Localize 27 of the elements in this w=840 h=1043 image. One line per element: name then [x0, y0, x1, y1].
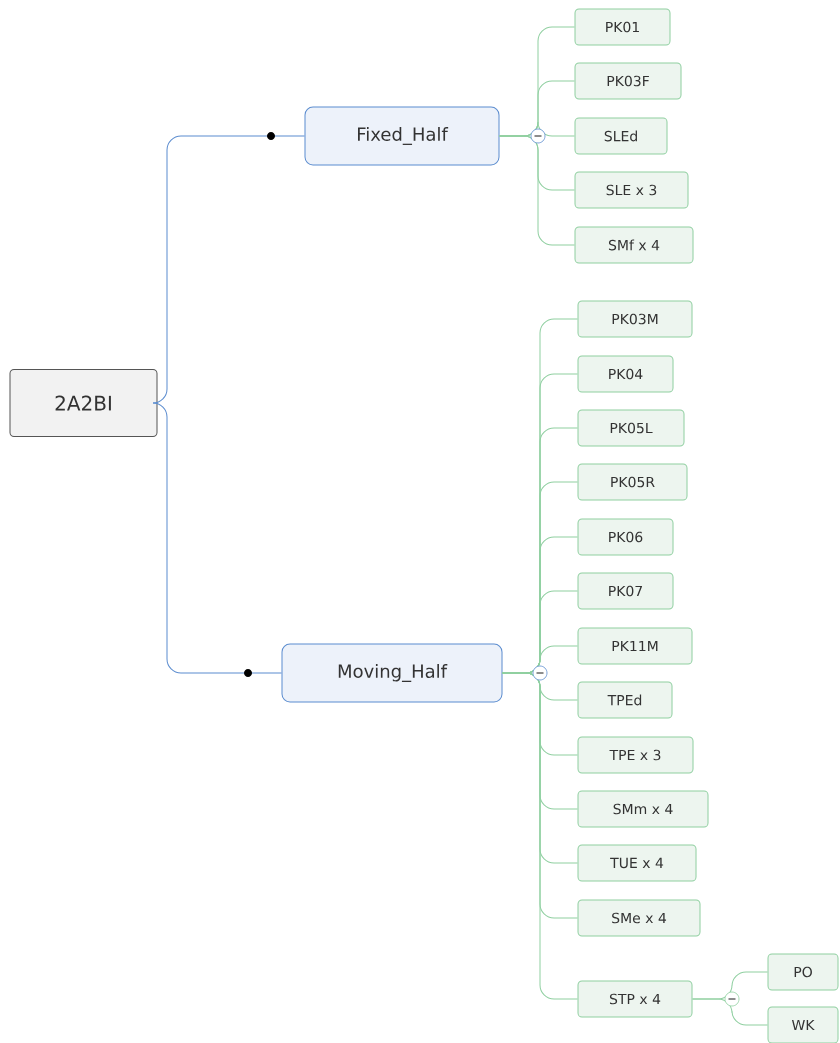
subtopic-box: PK03M: [577, 300, 693, 338]
connector: [152, 402, 282, 674]
connector: [692, 998, 768, 1026]
subtopic-box: PK04: [577, 355, 674, 393]
subtopic-box: TPEd: [577, 681, 673, 719]
subtopic-box: SMm x 4: [577, 790, 709, 828]
subtopic-box: TUE x 4: [577, 844, 697, 882]
subtopic-box: PK03F: [574, 62, 682, 100]
subtopic-box: SLEd: [574, 117, 668, 155]
subtopic-box: STP x 4: [577, 980, 693, 1018]
connector: [499, 135, 575, 246]
subtopic-box: TPE x 3: [577, 736, 694, 774]
subtopic-box: PK11M: [577, 627, 693, 665]
subtopic-box: PK05R: [577, 463, 688, 501]
subtopic-box: SMf x 4: [574, 226, 694, 264]
connector: [502, 672, 578, 1000]
subtopic-box: PK07: [577, 572, 674, 610]
subtopic-box: PK01: [574, 8, 671, 46]
subtopic-box: SLE x 3: [574, 171, 689, 209]
main-topic-box: Fixed_Half: [304, 106, 500, 166]
subtopic-box: PO: [767, 953, 839, 991]
central-topic-box: 2A2BI: [9, 369, 158, 437]
subtopic-box: SMe x 4: [577, 899, 701, 937]
subtopic-box: PK06: [577, 518, 674, 556]
main-topic-box: Moving_Half: [281, 643, 503, 703]
subtopic-box: PK05L: [577, 409, 685, 447]
subtopic-box: WK: [767, 1006, 839, 1043]
